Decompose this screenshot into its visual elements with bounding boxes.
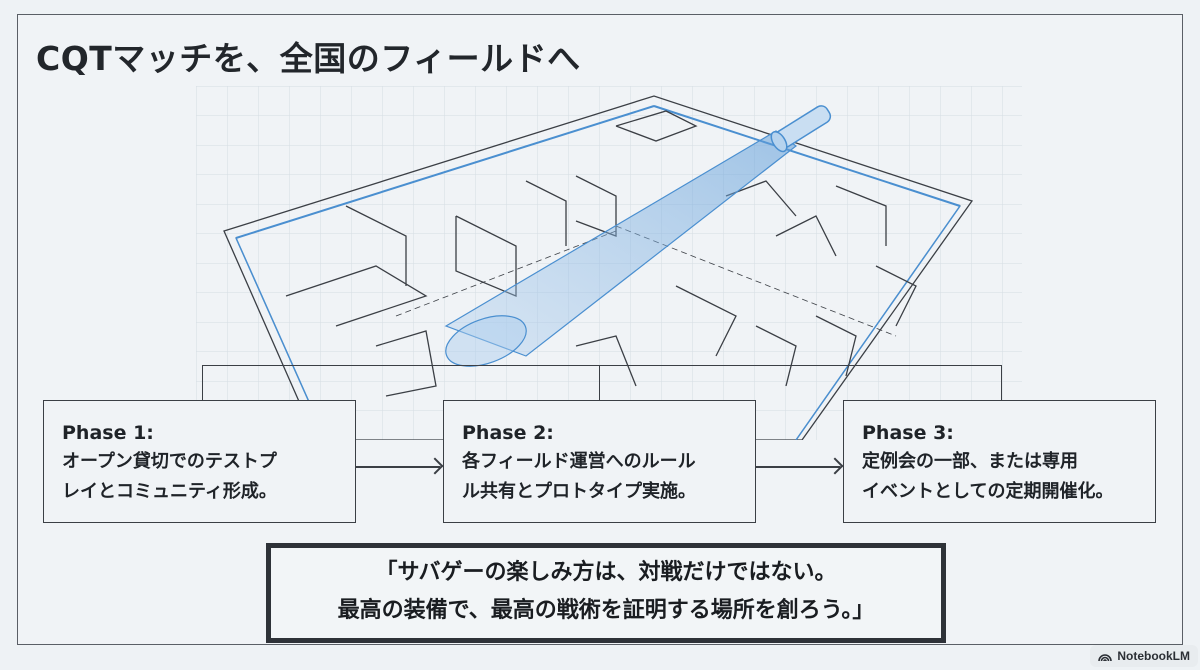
phase-2-text-line2: ル共有とプロトタイプ実施。 [462, 481, 696, 502]
phase-3-card: Phase 3: 定例会の一部、または専用 イベントとしての定期開催化。 [843, 400, 1156, 523]
slide-title: CQTマッチを、全国のフィールドへ [36, 39, 581, 78]
phase-bracket [202, 365, 1002, 401]
phase-bracket-divider [599, 365, 600, 401]
phase-1-card: Phase 1: オープン貸切でのテストプ レイとコミュニティ形成。 [43, 400, 356, 523]
phase-2-card: Phase 2: 各フィールド運営へのルール ル共有とプロトタイプ実施。 [443, 400, 756, 523]
slogan-line1: 「サバゲーの楽しみ方は、対戦だけではない。 [375, 560, 837, 585]
arrow-right-icon [356, 466, 440, 468]
phase-3-text-line1: 定例会の一部、または専用 [862, 451, 1078, 472]
phase-1-text-line1: オープン貸切でのテストプ [62, 451, 277, 472]
notebooklm-logo-icon [1098, 653, 1113, 661]
arrow-right-icon [756, 466, 840, 468]
slogan-line2: 最高の装備で、最高の戦術を証明する場所を創ろう。」 [337, 598, 875, 623]
slogan-quote-box: 「サバゲーの楽しみ方は、対戦だけではない。 最高の装備で、最高の戦術を証明する場… [266, 543, 946, 643]
notebooklm-label: NotebookLM [1117, 649, 1190, 663]
phase-3-text-line2: イベントとしての定期開催化。 [862, 481, 1114, 502]
phase-1-label: Phase 1: [62, 422, 154, 444]
field-floorplan-illustration [196, 86, 1022, 440]
phase-2-text-line1: 各フィールド運営へのルール [462, 451, 696, 472]
notebooklm-badge: NotebookLM [1090, 645, 1198, 667]
phase-2-label: Phase 2: [462, 422, 554, 444]
phase-3-label: Phase 3: [862, 422, 954, 444]
phase-1-text-line2: レイとコミュニティ形成。 [62, 481, 277, 502]
